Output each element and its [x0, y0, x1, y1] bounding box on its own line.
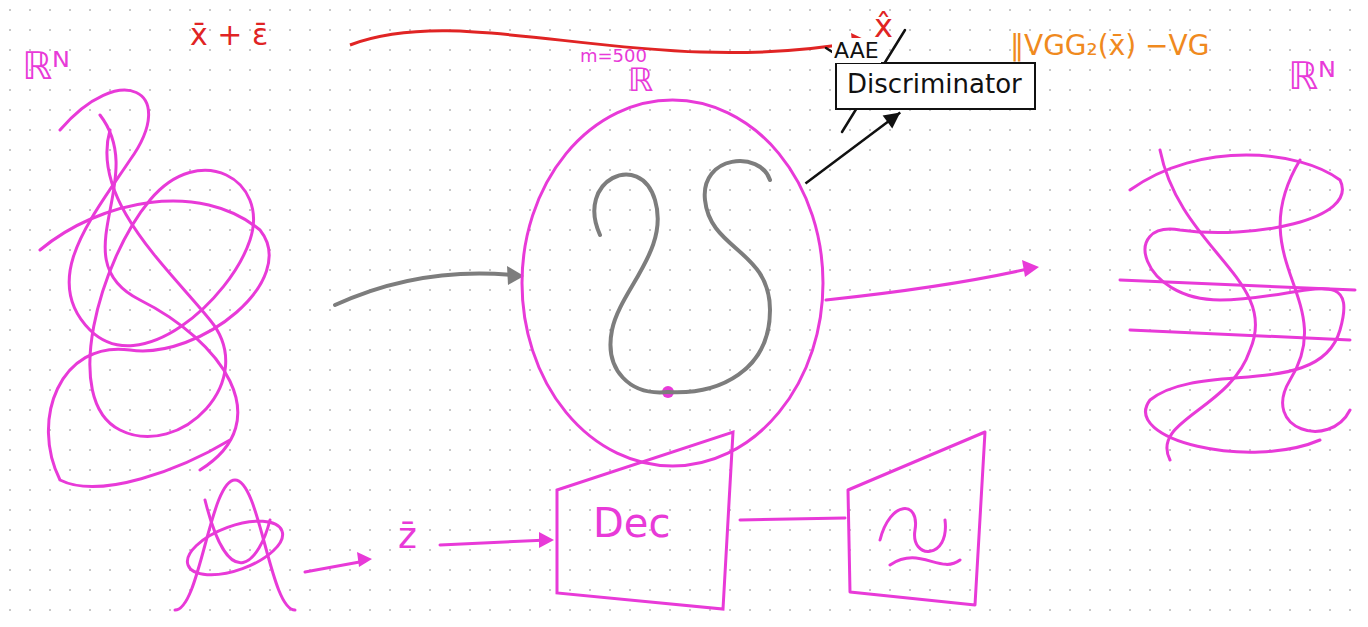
- gaussian-prior: [175, 480, 295, 610]
- arrow-head: [1022, 260, 1039, 277]
- perceptual-loss: ‖VGG₂(x̄) −VG: [1010, 30, 1209, 62]
- decoder-output-line: [740, 518, 845, 520]
- latent-space-label: ℝ: [628, 62, 653, 99]
- arrow-head: [539, 532, 554, 548]
- discriminator-box: Discriminator: [835, 62, 1036, 110]
- output-manifold-scribble: [1130, 155, 1344, 452]
- outline: [522, 100, 823, 466]
- input-space: ℝᴺ: [22, 45, 70, 89]
- arrow-head: [357, 552, 372, 567]
- latent-vector: z̄: [398, 515, 417, 556]
- decoder-box: Dec: [555, 428, 735, 613]
- gaussian-prior: [205, 500, 270, 563]
- arrow-head: [883, 112, 901, 128]
- encode-arrow: [335, 273, 514, 305]
- connector: [805, 112, 900, 183]
- outline: [557, 432, 733, 609]
- sample-arrow: [305, 561, 365, 572]
- latent-circle-outline: [520, 98, 825, 468]
- data-manifold-scribble: [40, 201, 269, 486]
- discriminator-label: Discriminator: [847, 70, 1024, 100]
- noisy-input: x̄ + ε̄: [190, 18, 268, 53]
- data-manifold-scribble: [60, 90, 254, 436]
- data-manifold-scribble: [100, 115, 238, 470]
- decode-arrow: [826, 268, 1032, 300]
- output-space: ℝᴺ: [1288, 55, 1336, 99]
- latent-curve: [594, 175, 668, 393]
- sample-arrow: [440, 540, 548, 545]
- output-manifold-scribble: [1160, 150, 1256, 460]
- output-image-sketch: [880, 509, 960, 565]
- aae-label: AAE: [832, 38, 881, 63]
- output-manifold-scribble: [1120, 280, 1355, 340]
- latent-curve: [668, 161, 770, 392]
- decoder-label: Dec: [593, 500, 670, 546]
- output-manifold-scribble: [1280, 160, 1350, 431]
- gaussian-prior: [180, 510, 289, 586]
- output-image: [848, 432, 985, 605]
- latent-space: m=500ℝ: [520, 98, 825, 468]
- connector-line: [805, 112, 900, 183]
